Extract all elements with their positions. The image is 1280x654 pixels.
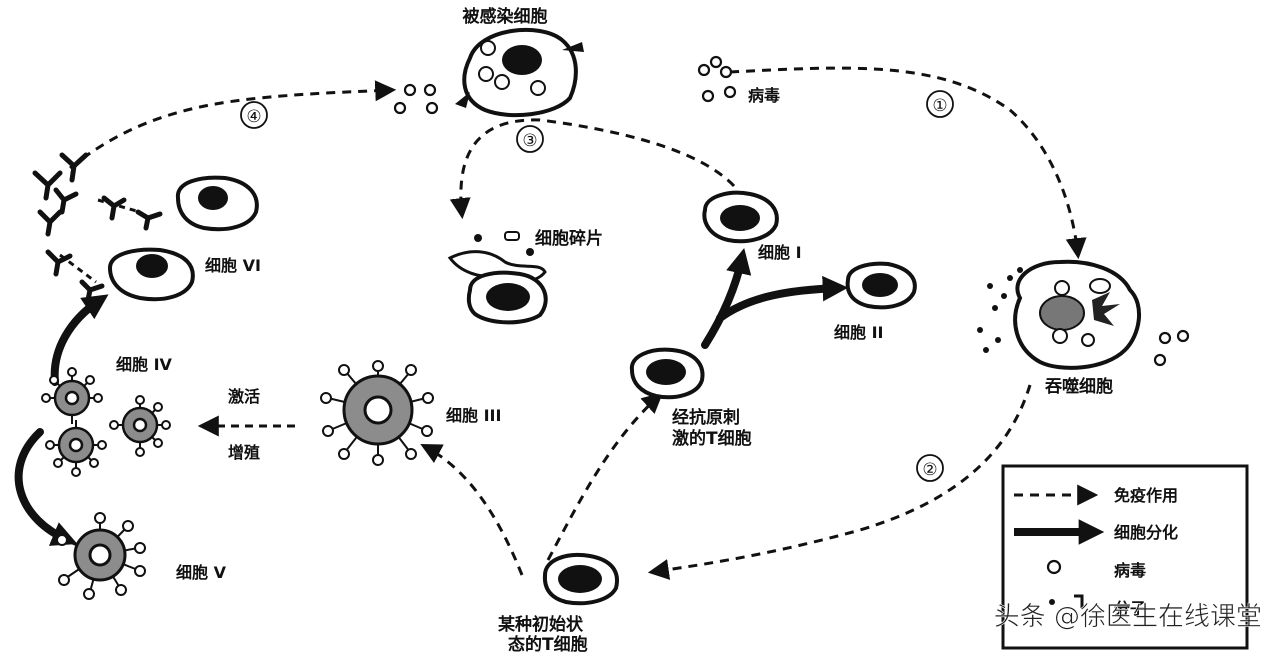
label-proliferate: 增殖 [228,443,260,462]
label-cell-II: 细胞 II [834,323,883,342]
cell-IV-c [45,420,107,477]
antibodies [32,152,163,303]
cell-upper-left [175,175,259,232]
label-stimulated-t-line1: 经抗原刺 [672,407,740,428]
arrow-step-4-antibody-to-virus [69,80,397,170]
step-marker-2: ② [916,454,944,482]
legend-virus: 病毒 [1114,561,1146,580]
label-virus: 病毒 [748,86,780,105]
label-infected-cell: 被感染细胞 [463,6,548,27]
arrow-step-1-virus-to-phagocyte [729,66,1087,260]
antibody-2 [59,152,89,183]
phagocyte-debris-dots [977,267,1023,353]
step-marker-4: ④ [240,101,268,129]
arrow-stimulated-t-to-cellII [716,275,849,322]
phagocyte [1013,259,1142,370]
cell-III [320,360,434,466]
step-markers: ① ② ③ ④ [240,90,954,482]
label-cell-I: 细胞 I [758,243,802,262]
stimulated-t-cell [629,347,705,400]
diagram-labels: 被感染细胞 病毒 细胞碎片 细胞 I 细胞 II 吞噬细胞 经抗原刺 激的T细胞… [116,6,1113,654]
svg-text:③: ③ [522,131,537,151]
label-cell-VI: 细胞 VI [205,256,261,275]
antibody-7 [101,195,127,221]
virus-cluster-near-infected [393,83,439,115]
label-cell-III: 细胞 III [446,406,501,425]
cell-VI [107,247,195,302]
arrow-antibody-to-cellvi-a [97,198,141,214]
arrow-initial-t-to-stimulated-t [546,392,664,561]
step-marker-1: ① [926,90,954,118]
svg-text:④: ④ [246,107,261,127]
antibody-3 [53,187,79,215]
arrow-stimulated-t-to-cellI [701,247,752,349]
immune-action-arrows [59,66,1087,580]
legend-immune-action: 免疫作用 [1114,486,1178,505]
arrow-initial-t-to-cellIII [420,444,524,576]
arrow-step-3-cellI-to-infected [449,118,736,220]
label-activate: 激活 [228,387,260,406]
antibody-8 [135,209,163,231]
cell-I [702,190,779,244]
initial-t-cell [542,553,619,606]
arrow-antibody-to-cellvi-b [59,253,97,284]
virus-cluster-phagocyte [1153,329,1190,367]
svg-text:②: ② [922,460,937,480]
arrow-cellIV-to-cellV [14,428,78,546]
differentiation-arrows [14,247,849,546]
cell-V [56,512,146,600]
watermark: 头条 @徐医生在线课堂 [994,602,1262,632]
label-cell-fragments: 细胞碎片 [535,228,603,249]
cell-IV-a [41,367,103,424]
arrow-cellIV-to-cellVI [50,294,109,386]
label-initial-t-line1: 某种初始状 [498,614,584,635]
step-marker-3: ③ [516,125,544,153]
virus-particles [393,55,1190,367]
antibody-6 [79,279,105,303]
infected-cell [455,27,584,118]
antibody-4 [37,209,63,237]
cell-II [845,261,917,310]
arrow-step-2-phagocyte-to-initial-t [647,384,1032,580]
label-stimulated-t-line2: 激的T细胞 [672,428,752,449]
cell-fragments [447,231,548,325]
antibody-1 [32,170,63,201]
virus-cluster-top-right [697,55,737,103]
label-phagocyte: 吞噬细胞 [1045,376,1113,397]
label-cell-V: 细胞 V [176,563,227,582]
antibody-5 [45,249,73,277]
svg-text:①: ① [932,96,947,116]
cell-IV-cluster [41,367,171,477]
label-cell-IV: 细胞 IV [116,355,173,374]
cell-IV-b [109,395,171,457]
label-initial-t-line2: 态的T细胞 [508,634,588,654]
legend-last-partial: 分子 [1114,599,1146,618]
legend: 免疫作用 细胞分化 病毒 分子 [1001,464,1249,650]
legend-differentiation: 细胞分化 [1114,523,1178,542]
